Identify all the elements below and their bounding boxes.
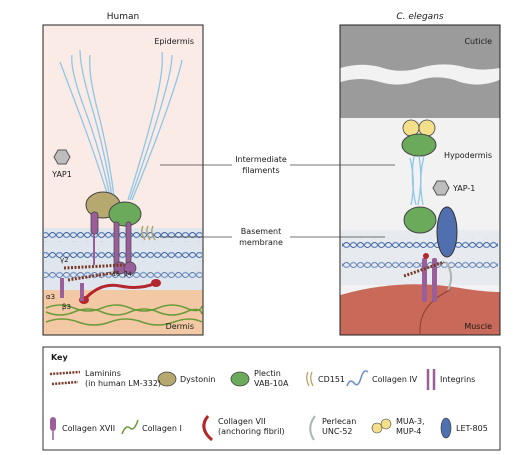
muscle-label: Muscle [464,322,492,331]
laminin-human [63,263,126,282]
key-title: Key [51,353,68,362]
dermis-band [43,290,203,335]
cd151-icon [306,371,314,387]
plectin-shape-human [108,201,142,227]
key-cd151-label: CD151 [318,375,345,384]
key-plectin-label-1: Plectin [254,369,281,378]
basement-membrane-label-1: Basement [241,227,281,236]
key-collagen-xvii-label: Collagen XVII [62,424,115,433]
muscle-band [340,284,500,335]
yap1-human-label: YAP1 [51,170,72,179]
intermediate-filaments-human [59,49,183,201]
key-collagen-i-label: Collagen I [142,424,182,433]
epidermis-label: Epidermis [154,37,194,46]
dermis-label: Dermis [166,322,194,331]
intermediate-filaments-label-1: Intermediate [235,155,287,164]
mua3-icon [371,422,383,434]
cuticle-label: Cuticle [464,37,492,46]
collagen-xvii-human [90,211,99,235]
key-collagen-vii-label-2: (anchoring fibril) [218,427,285,436]
vab10a-bottom [403,206,437,234]
human-title: Human [107,12,139,22]
key-collagen-iv-label: Collagen IV [372,375,418,384]
beta4-label: β4 [124,271,132,278]
key-laminins-label-2: (in human LM-332) [85,379,161,388]
key-laminins-label-1: Laminins [85,369,121,378]
human-panel [42,24,204,336]
key-collagen-vii-label-1: Collagen VII [218,417,266,426]
key-mua3-label-1: MUA-3, [396,417,425,426]
plectin-icon [230,371,250,387]
intermediate-filaments-label-2: filaments [242,166,279,175]
perlecan-icon [309,415,316,441]
key-perlecan-label-2: UNC-52 [322,427,353,436]
key-dystonin-label: Dystonin [180,375,215,384]
mup4-icon [380,418,392,430]
hypodermis-label: Hypodermis [444,151,492,160]
cd151-human [141,225,156,241]
perlecan-elegans [445,261,452,291]
intermediate-filaments-elegans [409,155,425,206]
key-integrins-label: Integrins [440,375,475,384]
gamma2-label: γ2 [60,256,69,264]
key-perlecan-label-1: Perlecan [322,417,356,426]
laminin-elegans [403,260,445,278]
elegans-title: C. elegans [396,12,444,22]
collagen-i-fibres [45,304,203,326]
basement-membrane-label-2: membrane [239,238,283,247]
alpha3-label: α3 [46,293,55,301]
yap1-hexagon-elegans [432,180,450,196]
dystonin-icon [157,371,177,387]
yap1-elegans-label: YAP-1 [452,184,475,193]
let805-icon [440,417,452,439]
beta3-label: β3 [62,303,71,311]
key-panel: Key Laminins (in human LM-332) Dystonin … [42,346,501,451]
key-let805-label: LET-805 [456,424,488,433]
laminin-icon [49,370,81,386]
vab10a-top [401,133,437,157]
yap1-hexagon-human [53,149,71,165]
alpha6-label: α6 [112,271,120,278]
cuticle-band [340,25,500,71]
elegans-panel [339,24,501,336]
callout-lines [160,164,395,238]
integrins-icon [426,369,436,390]
key-mua3-label-2: MUP-4 [396,427,421,436]
collagen-xvii-icon [50,417,56,431]
collagen-iv-icon [346,370,369,387]
key-plectin-label-2: VAB-10A [254,379,289,388]
collagen-vii-icon [202,415,214,442]
collagen-vii-human [82,281,157,302]
let805-shape [436,206,458,258]
collagen-i-icon [121,419,139,435]
